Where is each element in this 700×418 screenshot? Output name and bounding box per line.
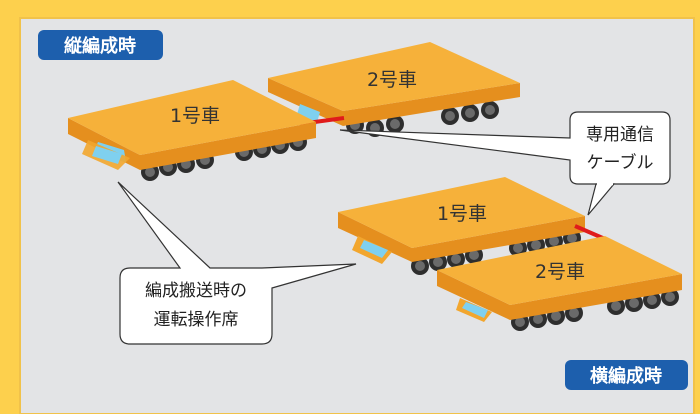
driver-seat-callout: 編成搬送時の 運転操作席 (117, 181, 357, 345)
cable-callout-line-1: 専用通信 (586, 125, 654, 145)
cable-callout: 専用通信 ケーブル (339, 111, 671, 216)
vertical-car-1: 1号車 (68, 80, 316, 181)
horizontal-car-2-label: 2号車 (535, 261, 585, 283)
vertical-formation-badge: 縦編成時 (38, 30, 163, 60)
horizontal-car-1-label: 1号車 (437, 203, 487, 225)
horizontal-car-1: 1号車 (338, 177, 585, 275)
horizontal-car-2: 2号車 (437, 236, 682, 331)
driver-seat-callout-line-2: 運転操作席 (154, 310, 239, 330)
vertical-car-1-label: 1号車 (170, 105, 220, 127)
vertical-car-2-label: 2号車 (367, 69, 417, 91)
horizontal-formation-badge: 横編成時 (565, 360, 688, 390)
vertical-formation-label: 縦編成時 (64, 35, 136, 57)
driver-seat-callout-line-1: 編成搬送時の (145, 281, 247, 301)
cable-callout-line-2: ケーブル (587, 152, 654, 173)
horizontal-formation-label: 横編成時 (590, 365, 662, 387)
